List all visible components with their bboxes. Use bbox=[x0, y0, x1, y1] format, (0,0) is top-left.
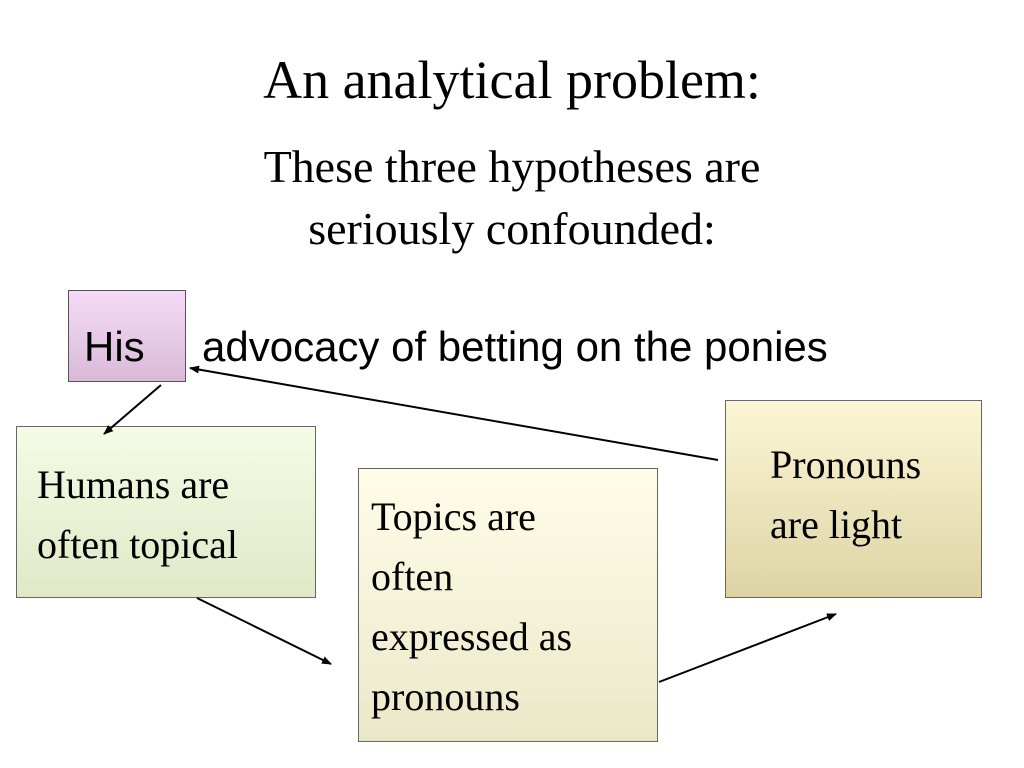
hypothesis-humans-line-1: Humans are bbox=[37, 462, 230, 507]
hypothesis-humans-line-2: often topical bbox=[37, 522, 239, 567]
hypothesis-topics-box: Topics are often expressed as pronouns bbox=[358, 468, 658, 742]
hypothesis-topics-line-4: pronouns bbox=[371, 674, 520, 719]
hypothesis-topics-line-3: expressed as bbox=[371, 614, 573, 659]
arrow-pronouns-to-his bbox=[189, 365, 719, 461]
hypothesis-topics-line-2: often bbox=[371, 554, 454, 599]
arrow-topics-to-pronouns bbox=[658, 613, 837, 683]
subtitle-line-2: seriously confounded: bbox=[308, 203, 716, 254]
his-highlight-box bbox=[68, 290, 186, 382]
subtitle-line-1: These three hypotheses are bbox=[263, 141, 761, 192]
hypothesis-pronouns-line-1: Pronouns bbox=[770, 442, 922, 487]
example-phrase: advocacy of betting on the ponies bbox=[202, 323, 828, 370]
his-word: His bbox=[84, 323, 145, 370]
hypothesis-pronouns-box: Pronouns are light bbox=[725, 400, 982, 598]
hypothesis-topics-line-1: Topics are bbox=[371, 494, 536, 539]
slide-subtitle: These three hypotheses are seriously con… bbox=[162, 136, 862, 260]
slide-title: An analytical problem: bbox=[263, 50, 761, 110]
hypothesis-humans-box: Humans are often topical bbox=[16, 426, 316, 598]
hypothesis-pronouns-line-2: are light bbox=[770, 502, 903, 547]
arrow-humans-to-topics bbox=[196, 597, 332, 665]
arrow-his-to-humans bbox=[103, 384, 162, 435]
